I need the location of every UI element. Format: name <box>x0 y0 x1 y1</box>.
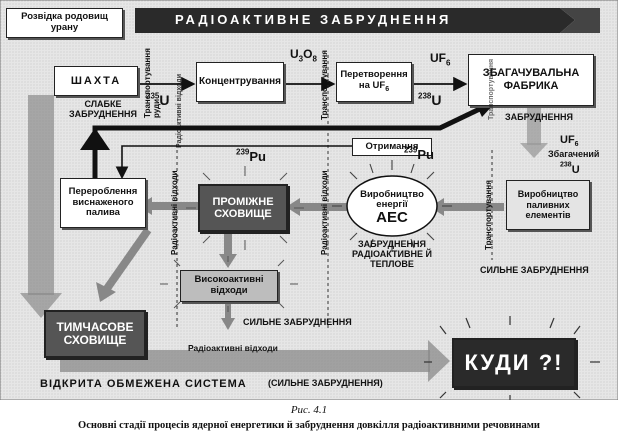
uf6-formula: UF6 <box>430 51 451 68</box>
interim-storage-box: ПРОМІЖНЕ СХОВИЩЕ <box>198 184 288 232</box>
arrowhead-reprocessing-temp <box>96 282 116 302</box>
high-level-waste-label: Високоактивні відходи <box>194 274 264 296</box>
u238-enriched-formula: 238U <box>560 160 580 178</box>
fuel-fabrication-label: Виробництво паливних елементів <box>517 189 579 221</box>
mine-label: ШАХТА <box>70 74 122 87</box>
conversion-label-2-text: на UF <box>358 79 386 91</box>
right-grey-arrowhead <box>520 143 548 158</box>
conversion-box: Перетворення на UF6 <box>336 62 412 102</box>
npp-pollution-label: ЗАБРУДНЕННЯ РАДІОАКТИВНЕ Й ТЕПЛОВЕ <box>352 239 432 269</box>
enriched-label: Збагачений <box>548 149 600 159</box>
conversion-label-2: на UF6 <box>358 79 390 94</box>
u238-enriched-symbol: U <box>571 164 580 176</box>
pu239-formula-2: 239Pu <box>404 146 434 164</box>
high-level-waste-box: Високоактивні відходи <box>180 270 278 302</box>
uranium-exploration-box: Розвідка родовищ урану <box>6 8 123 38</box>
where-starburst <box>424 316 600 400</box>
transport-label-2: Транспортування <box>484 180 493 250</box>
u235-mass: 235 <box>146 91 160 101</box>
concentration-label: Концентрування <box>199 76 281 88</box>
pu239-symbol-2: Pu <box>417 147 434 162</box>
u3o8-o: O <box>303 47 313 61</box>
u238-mass: 238 <box>418 91 432 101</box>
pu239-symbol-1: Pu <box>249 149 266 164</box>
left-grey-arrowhead <box>20 293 62 318</box>
temporary-storage-box: ТИМЧАСОВЕ СХОВИЩЕ <box>44 310 146 358</box>
storage-starburst <box>186 166 304 250</box>
uf6-enriched-formula: UF6 <box>560 134 579 149</box>
header-banner <box>135 8 575 33</box>
arrowhead-hlw-down <box>221 318 235 330</box>
u3o8-sub-3: 3 <box>298 54 304 64</box>
u238-enriched-mass: 238 <box>560 161 572 169</box>
concentration-box: Концентрування <box>196 62 284 102</box>
u238-formula: 238U <box>418 92 441 110</box>
npp-line-2: енергії <box>376 199 408 210</box>
return-arrowhead-up <box>80 128 110 150</box>
npp-abbr: АЕС <box>376 209 408 226</box>
uf6-enriched-main: UF <box>560 134 575 146</box>
uf6-sub: 6 <box>446 58 451 68</box>
uranium-exploration-label: Розвідка родовищ урану <box>21 11 108 33</box>
header-banner-tail <box>560 8 600 33</box>
arrowhead-npp-storage <box>286 198 300 216</box>
pu239-mass-1: 239 <box>236 147 250 157</box>
right-grey-flow <box>527 100 541 145</box>
rad-waste-v2-label: Радіоактивні відходи <box>320 170 329 255</box>
nuclear-cycle-diagram: РАДІОАКТИВНЕ ЗАБРУДНЕННЯ Розвідка родови… <box>0 0 618 400</box>
bottom-grey-flow <box>60 350 430 372</box>
enrichment-label: ЗБАГАЧУВАЛЬНА ФАБРИКА <box>482 67 580 92</box>
conversion-label-1: Перетворення <box>340 69 408 81</box>
temporary-storage-label: ТИМЧАСОВЕ СХОВИЩЕ <box>56 319 134 347</box>
u235-symbol: U <box>159 92 170 108</box>
arrow-reprocessing-temp <box>102 227 152 293</box>
mine-box: ШАХТА <box>54 66 138 96</box>
transport-label-1: Транспортування <box>320 50 329 120</box>
plutonium-recovery-box: Отримання <box>352 138 432 156</box>
reprocessing-box: Перероблення виснаженого палива <box>60 178 146 228</box>
rad-waste-bottom-label: Радіоактивні відходи <box>188 343 278 353</box>
u3o8-u: U <box>290 47 299 61</box>
rad-waste-v1-label: Радіоактивні відходи <box>170 170 179 255</box>
arrow-pu-reprocessing <box>115 145 352 180</box>
pu239-mass-2: 239 <box>404 145 418 155</box>
fuel-fabrication-box: Виробництво паливних елементів <box>506 180 590 230</box>
weak-pollution-label: СЛАБКЕ ЗАБРУДНЕННЯ <box>68 99 137 119</box>
figure-caption: Основні стадії процесів ядерної енергети… <box>78 420 540 431</box>
npp-line-1: Виробництво <box>360 189 424 200</box>
npp-ellipse <box>346 175 438 237</box>
rad-waste-v3-label: Радіоактивні відходи <box>176 73 183 148</box>
enrichment-pollution-label: ЗАБРУДНЕННЯ <box>505 112 574 122</box>
npp-starburst <box>332 160 452 252</box>
bottom-grey-arrowhead <box>428 340 450 382</box>
header-title: РАДІОАКТИВНЕ ЗАБРУДНЕННЯ <box>175 12 452 27</box>
uf6-main: UF <box>430 51 446 65</box>
reprocessing-label: Перероблення виснаженого палива <box>68 185 138 219</box>
return-arrow-enrichment <box>92 103 488 195</box>
hlw-starburst <box>160 256 298 312</box>
open-system-label: ВІДКРИТА ОБМЕЖЕНА СИСТЕМА <box>40 378 247 390</box>
conversion-label-2-sub: 6 <box>385 85 390 93</box>
pu239-formula-1: 239Pu <box>236 148 266 166</box>
strong-pollution-mid-label: СИЛЬНЕ ЗАБРУДНЕННЯ <box>243 317 352 327</box>
figure-number: Рис. 4.1 <box>290 404 328 416</box>
open-system-note: (СИЛЬНЕ ЗАБРУДНЕННЯ) <box>268 378 383 388</box>
uf6-enriched-sub: 6 <box>574 141 579 149</box>
u3o8-sub-8: 8 <box>312 54 317 64</box>
where-box: КУДИ ?! <box>452 338 576 388</box>
u3o8-formula: U3O8 <box>290 47 317 64</box>
u238-symbol: U <box>431 92 442 108</box>
strong-pollution-right-label: СИЛЬНЕ ЗАБРУДНЕННЯ <box>480 265 589 275</box>
left-grey-flow <box>28 95 54 295</box>
transport-label-3: Транспортування <box>488 58 495 120</box>
interim-storage-label: ПРОМІЖНЕ СХОВИЩЕ <box>212 195 274 220</box>
u235-formula: 235U <box>146 92 169 110</box>
where-label: КУДИ ?! <box>464 349 564 375</box>
plutonium-recovery-label: Отримання <box>365 140 419 152</box>
enrichment-box: ЗБАГАЧУВАЛЬНА ФАБРИКА <box>468 54 594 106</box>
